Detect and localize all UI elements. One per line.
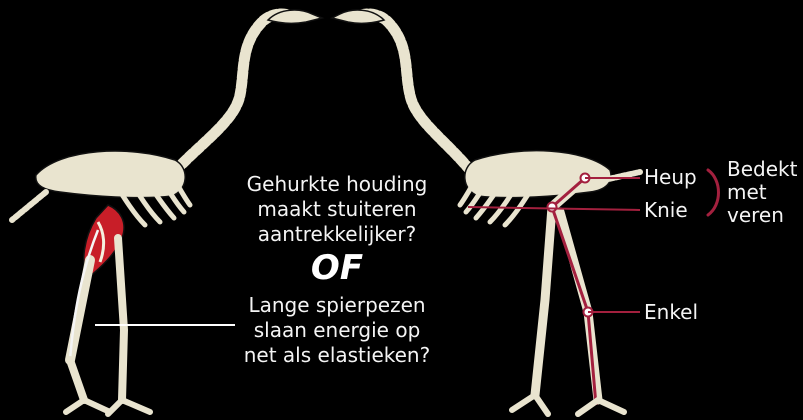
question-2-line-1: Lange spierpezen: [232, 293, 442, 318]
covered-bracket: [708, 170, 719, 215]
right-tibiotarsus: [535, 207, 552, 395]
knee-joint-marker: [548, 203, 557, 212]
left-tibiotarsus: [70, 260, 90, 360]
covered-line-3: veren: [727, 204, 797, 227]
or-divider: OF: [232, 248, 442, 288]
knee-label: Knie: [644, 198, 688, 223]
ankle-label: Enkel: [644, 300, 698, 325]
right-neck: [358, 14, 470, 170]
question-1-line-1: Gehurkte houding: [232, 172, 442, 197]
tendon-question: Lange spierpezen slaan energie op net al…: [232, 293, 442, 368]
left-foot: [66, 400, 150, 414]
hip-label: Heup: [644, 165, 697, 190]
question-2-line-3: net als elastieken?: [232, 343, 442, 368]
crouched-posture-question: Gehurkte houding maakt stuiteren aantrek…: [232, 172, 442, 247]
left-lower-leg: [70, 360, 84, 400]
question-2-line-2: slaan energie op: [232, 318, 442, 343]
covered-line-2: met: [727, 181, 797, 204]
right-foot: [512, 395, 624, 414]
covered-with-feathers-label: Bedekt met veren: [727, 158, 797, 227]
left-tail: [12, 192, 46, 220]
left-tarsometatarsus: [118, 238, 124, 400]
left-neck: [176, 14, 292, 170]
question-1-line-3: aantrekkelijker?: [232, 222, 442, 247]
question-1-line-2: maakt stuiteren: [232, 197, 442, 222]
covered-line-1: Bedekt: [727, 158, 797, 181]
